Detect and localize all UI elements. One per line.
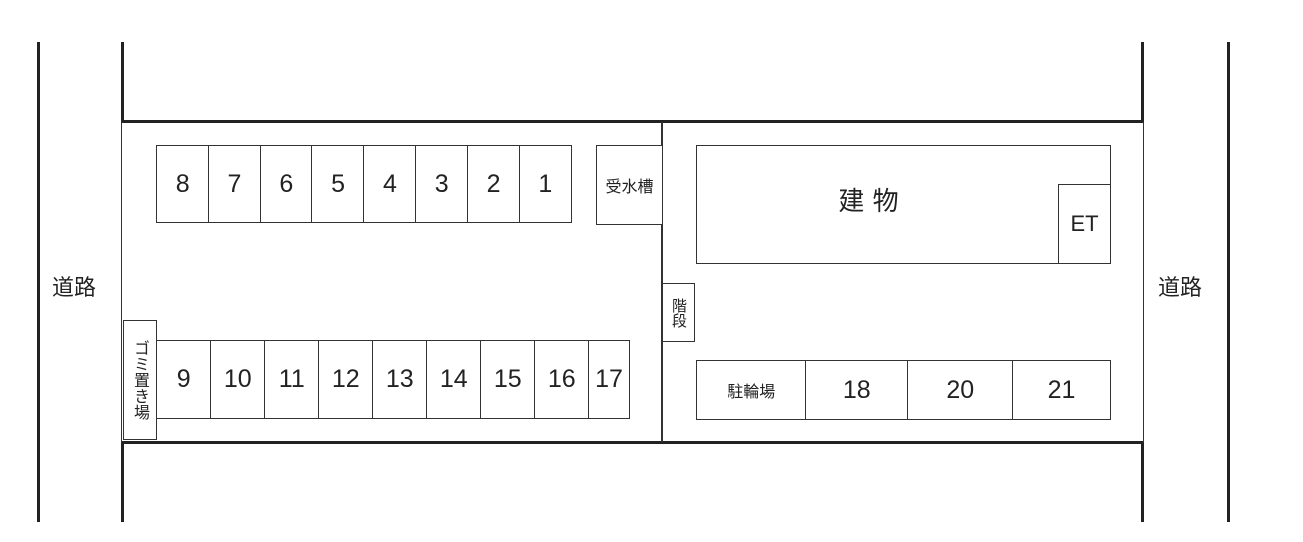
road-line-right <box>1227 42 1230 522</box>
parking-space: 2 <box>466 145 521 223</box>
road-label-right: 道路 <box>1158 276 1203 301</box>
road-line-left <box>37 42 40 522</box>
building: 建 物 <box>696 145 1111 264</box>
parking-space: 15 <box>480 340 536 419</box>
bottom-parking-row: 9 10 11 12 13 14 15 16 17 <box>156 340 630 419</box>
elevator: ET <box>1058 184 1111 264</box>
lot-boundary <box>121 120 1144 444</box>
parking-space: 1 <box>518 145 572 223</box>
parking-space: 3 <box>415 145 469 223</box>
bicycle-parking: 駐輪場 <box>696 360 807 420</box>
road-label-left: 道路 <box>52 276 97 301</box>
parking-space: 14 <box>426 340 482 419</box>
parking-space: 12 <box>318 340 374 419</box>
lot-divider <box>661 122 663 442</box>
parking-space: 13 <box>372 340 428 419</box>
parking-space: 4 <box>363 145 417 223</box>
lot-edge-left-bottom <box>121 441 124 522</box>
water-tank: 受水槽 <box>596 145 663 225</box>
stairs: 階段 <box>662 283 695 342</box>
parking-space: 5 <box>311 145 365 223</box>
lot-edge-right-top <box>1141 42 1144 123</box>
building-label: 建 物 <box>838 187 899 217</box>
parking-space: 21 <box>1012 360 1111 420</box>
parking-space: 10 <box>210 340 266 419</box>
lot-edge-left-top <box>121 42 124 123</box>
parking-space: 6 <box>259 145 313 223</box>
parking-space: 9 <box>156 340 212 419</box>
parking-space: 20 <box>907 360 1014 420</box>
parking-space: 8 <box>156 145 210 223</box>
parking-space: 16 <box>534 340 590 419</box>
garbage-area: ゴミ置き場 <box>123 320 157 440</box>
garbage-label: ゴミ置き場 <box>131 340 150 420</box>
parking-space: 18 <box>805 360 909 420</box>
parking-space: 17 <box>588 340 630 419</box>
right-parking-row: 駐輪場 18 20 21 <box>696 360 1111 420</box>
lot-edge-right-bottom <box>1141 441 1144 522</box>
stairs-label: 階段 <box>670 297 688 328</box>
parking-space: 11 <box>264 340 320 419</box>
parking-space: 7 <box>207 145 262 223</box>
top-parking-row: 8 7 6 5 4 3 2 1 <box>156 145 572 223</box>
